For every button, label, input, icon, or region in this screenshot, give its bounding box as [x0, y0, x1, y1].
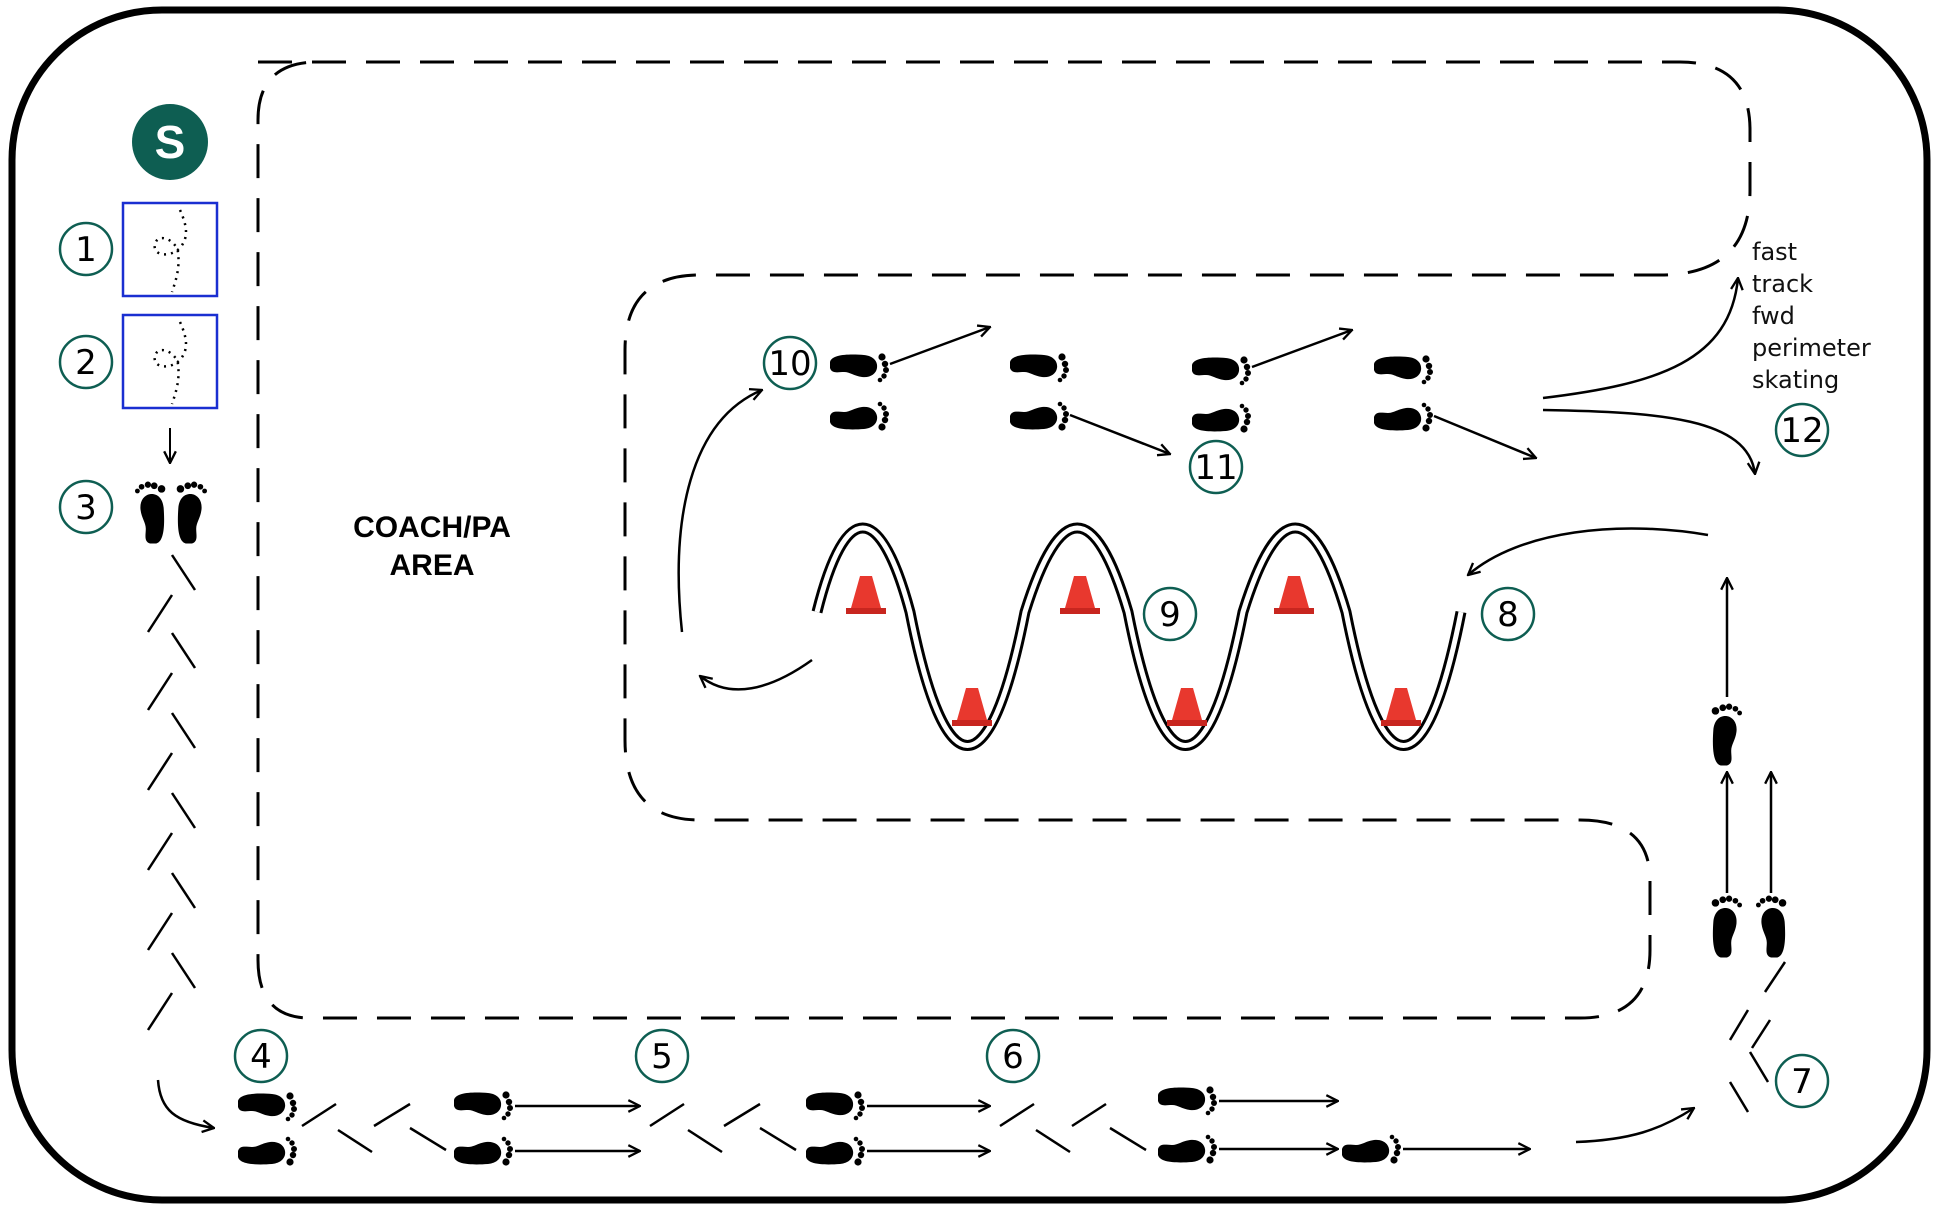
- cone-icon: [1167, 688, 1207, 726]
- footprint-icon: [1712, 704, 1742, 766]
- footprint-icon: [806, 1091, 865, 1121]
- step-number-4: 4: [250, 1037, 272, 1077]
- top-arrows: [889, 278, 1755, 474]
- step-number-5: 5: [651, 1037, 673, 1077]
- step-number-1: 1: [75, 230, 97, 270]
- start-marker: S: [132, 104, 208, 180]
- cone-icon: [1381, 688, 1421, 726]
- footprint-icon: [454, 1136, 513, 1166]
- bottom-arrows: [515, 1101, 1694, 1151]
- note-line: track: [1752, 270, 1813, 298]
- turn-pattern-box-2: [121, 313, 219, 410]
- cone-icon: [1060, 576, 1100, 614]
- footprint-icon: [830, 401, 889, 431]
- step-number-10: 10: [768, 344, 811, 384]
- cone-icon: [846, 576, 886, 614]
- note-line: skating: [1752, 366, 1839, 394]
- footprint-icon: [1192, 356, 1251, 386]
- footprint-icon: [1158, 1086, 1217, 1116]
- stride-marks-bottom: [301, 1102, 1147, 1154]
- note-line: perimeter: [1752, 334, 1871, 362]
- turn-pattern-icon: [153, 321, 188, 405]
- turn-pattern-icon: [153, 209, 188, 293]
- footprint-icon: [454, 1091, 513, 1121]
- step-number-6: 6: [1002, 1037, 1024, 1077]
- footprint-icon: [1712, 896, 1742, 958]
- footprint-icon: [830, 353, 889, 383]
- footprint-icon: [238, 1092, 297, 1122]
- area-label-line1: COACH/PA: [353, 511, 511, 544]
- cone-icon: [1274, 576, 1314, 614]
- footprint-icon: [238, 1136, 297, 1166]
- footprint-icon: [1374, 355, 1433, 385]
- weave-path: [811, 522, 1467, 751]
- step-circles: [58, 221, 1830, 1109]
- step-number-8: 8: [1497, 595, 1519, 635]
- rink-boundary: [8, 6, 1931, 1204]
- note-text: fast track fwd perimeter skating: [1752, 238, 1871, 394]
- start-letter: S: [155, 116, 186, 168]
- footprint-icon: [1010, 353, 1069, 383]
- step-number-2: 2: [75, 343, 97, 383]
- footprint-icon: [1374, 402, 1433, 432]
- turn-pattern-box-1: [121, 201, 219, 298]
- step-number-9: 9: [1159, 595, 1181, 635]
- footprint-icon: [1010, 401, 1069, 431]
- area-label-line2: AREA: [389, 549, 474, 582]
- step-numbers: 1 2 3 4 5 6 7 8 9 10 11 12: [75, 230, 1823, 1102]
- note-line: fwd: [1752, 302, 1795, 330]
- cone-icon: [952, 688, 992, 726]
- step-number-7: 7: [1791, 1062, 1813, 1102]
- note-line: fast: [1752, 238, 1797, 266]
- footprint-icon: [177, 482, 207, 544]
- dashed-track-line: [256, 60, 1752, 1020]
- footprint-icon: [135, 482, 165, 544]
- step-number-3: 3: [75, 488, 97, 528]
- footprint-icon: [1158, 1134, 1217, 1164]
- stride-marks-left: [146, 554, 197, 1031]
- footprint-icon: [806, 1136, 865, 1166]
- step-number-12: 12: [1780, 411, 1823, 451]
- footprint-icon: [1192, 403, 1251, 433]
- footprint-icon: [1756, 896, 1786, 958]
- stride-marks-right: [1728, 961, 1787, 1113]
- step-number-11: 11: [1194, 448, 1237, 488]
- footprint-icon: [1342, 1134, 1401, 1164]
